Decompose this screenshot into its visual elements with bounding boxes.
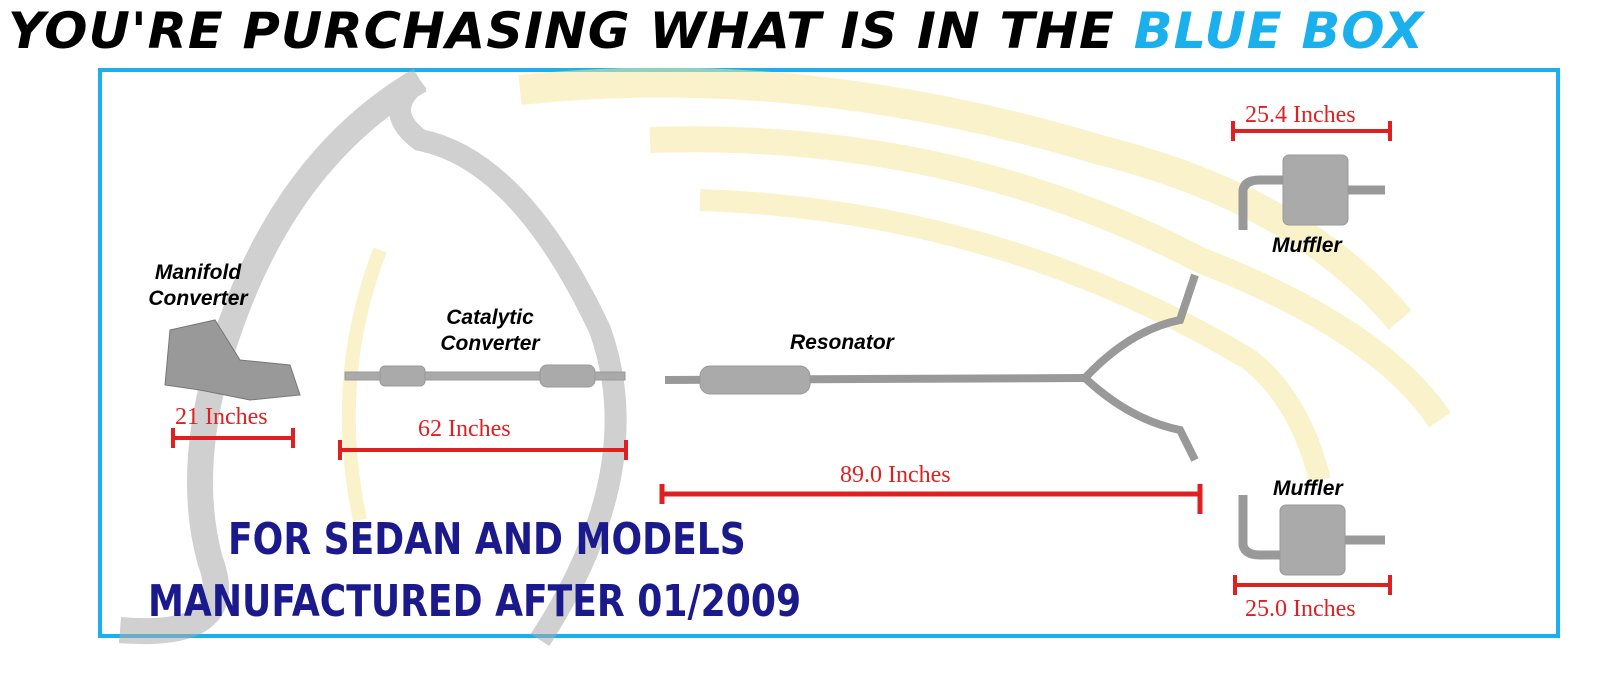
headline-main: YOU'RE PURCHASING WHAT IS IN THE — [8, 2, 1115, 60]
dim-bar-catalytic — [338, 440, 628, 460]
dim-manifold: 21 Inches — [175, 404, 268, 430]
dim-muffler-top: 25.4 Inches — [1245, 102, 1356, 128]
muffler-bottom-image — [1238, 495, 1385, 576]
dim-bar-muffler-top — [1231, 121, 1392, 141]
catalytic-converter-image — [344, 364, 626, 388]
label-muffler-bottom: Muffler — [1273, 477, 1343, 500]
headline-accent: BLUE BOX — [1133, 2, 1425, 60]
note-line2: MANUFACTURED AFTER 01/2009 — [148, 576, 802, 627]
blue-box — [98, 68, 1560, 638]
note-line1: FOR SEDAN AND MODELS — [228, 514, 746, 565]
dim-bar-manifold — [171, 428, 295, 448]
headline: YOU'RE PURCHASING WHAT IS IN THE BLUE BO… — [8, 2, 1424, 60]
dim-bar-resonator — [659, 484, 1203, 514]
label-muffler-top: Muffler — [1272, 234, 1342, 257]
label-resonator: Resonator — [790, 331, 894, 354]
label-manifold-converter: Manifold Converter — [148, 261, 248, 310]
dim-bar-muffler-bottom — [1233, 575, 1392, 595]
dim-muffler-bottom: 25.0 Inches — [1245, 596, 1356, 622]
label-catalytic-converter: Catalytic Converter — [440, 306, 540, 355]
manifold-converter-image — [164, 319, 301, 401]
dimension-bars — [171, 121, 1392, 595]
dim-catalytic: 62 Inches — [418, 416, 511, 442]
horse-watermark — [118, 67, 1451, 646]
resonator-pipe-image — [664, 273, 1199, 462]
muffler-top-image — [1238, 154, 1385, 230]
dim-resonator: 89.0 Inches — [840, 462, 951, 488]
